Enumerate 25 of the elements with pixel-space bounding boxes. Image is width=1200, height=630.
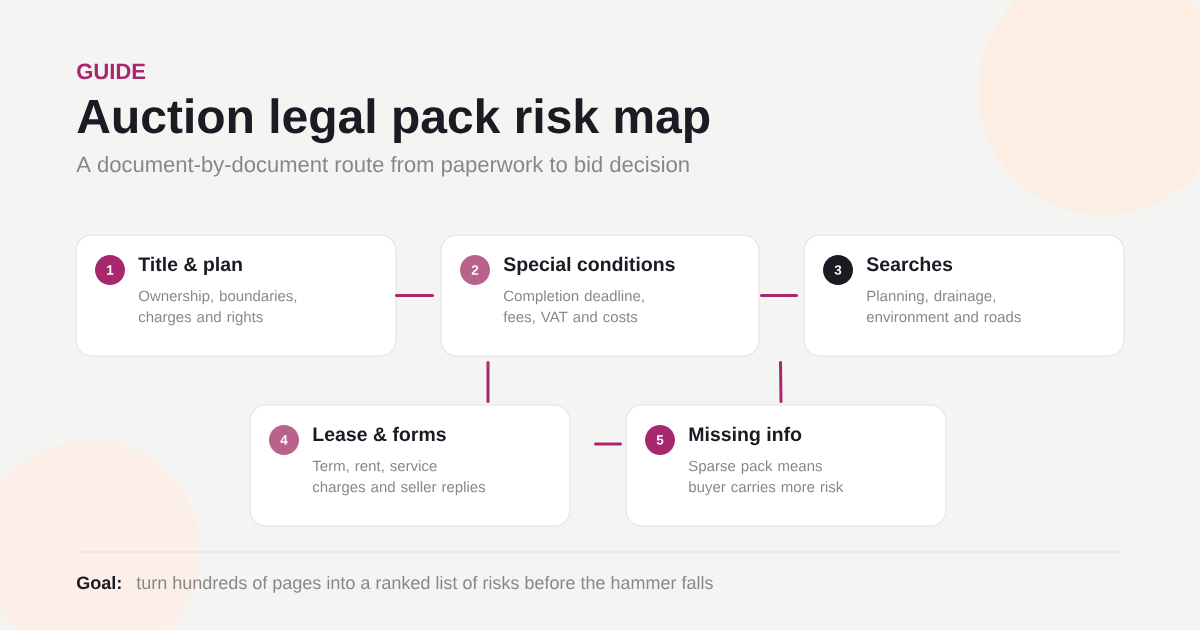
goal-text: turn hundreds of pages into a ranked list of risks before the hammer falls — [136, 575, 713, 593]
connector-line — [760, 294, 798, 297]
kicker-label: GUIDE — [77, 63, 146, 80]
connector-line — [395, 294, 434, 297]
connector-line — [779, 361, 783, 403]
number-badge: 3 — [823, 255, 853, 285]
card-text: Sparse pack means buyer carries more risk — [688, 460, 844, 496]
subtitle: A document-by-document route from paperwork to bid decision — [76, 156, 689, 177]
card-text: Planning, drainage, environment and roads — [866, 290, 1021, 323]
number-badge: 4 — [269, 425, 299, 455]
card-heading: Missing info — [689, 426, 802, 446]
card-text: Ownership, boundaries, charges and rights — [138, 290, 297, 326]
card-heading: Searches — [866, 256, 953, 272]
card-text: Term, rent, service charges and seller replies — [312, 460, 486, 496]
card-heading: Lease & forms — [313, 426, 446, 442]
number-badge: 2 — [460, 255, 490, 285]
card-heading: Title & plan — [138, 256, 242, 275]
page-title: Auction legal pack risk map — [77, 98, 710, 144]
card-text: Completion deadline, fees, VAT and costs — [503, 290, 644, 325]
card-heading: Special conditions — [503, 256, 675, 275]
goal-label: Goal: — [77, 575, 121, 590]
number-badge: 1 — [95, 255, 125, 285]
number-badge: 5 — [645, 425, 675, 455]
connector-line — [594, 442, 622, 446]
connector-line — [486, 361, 490, 403]
